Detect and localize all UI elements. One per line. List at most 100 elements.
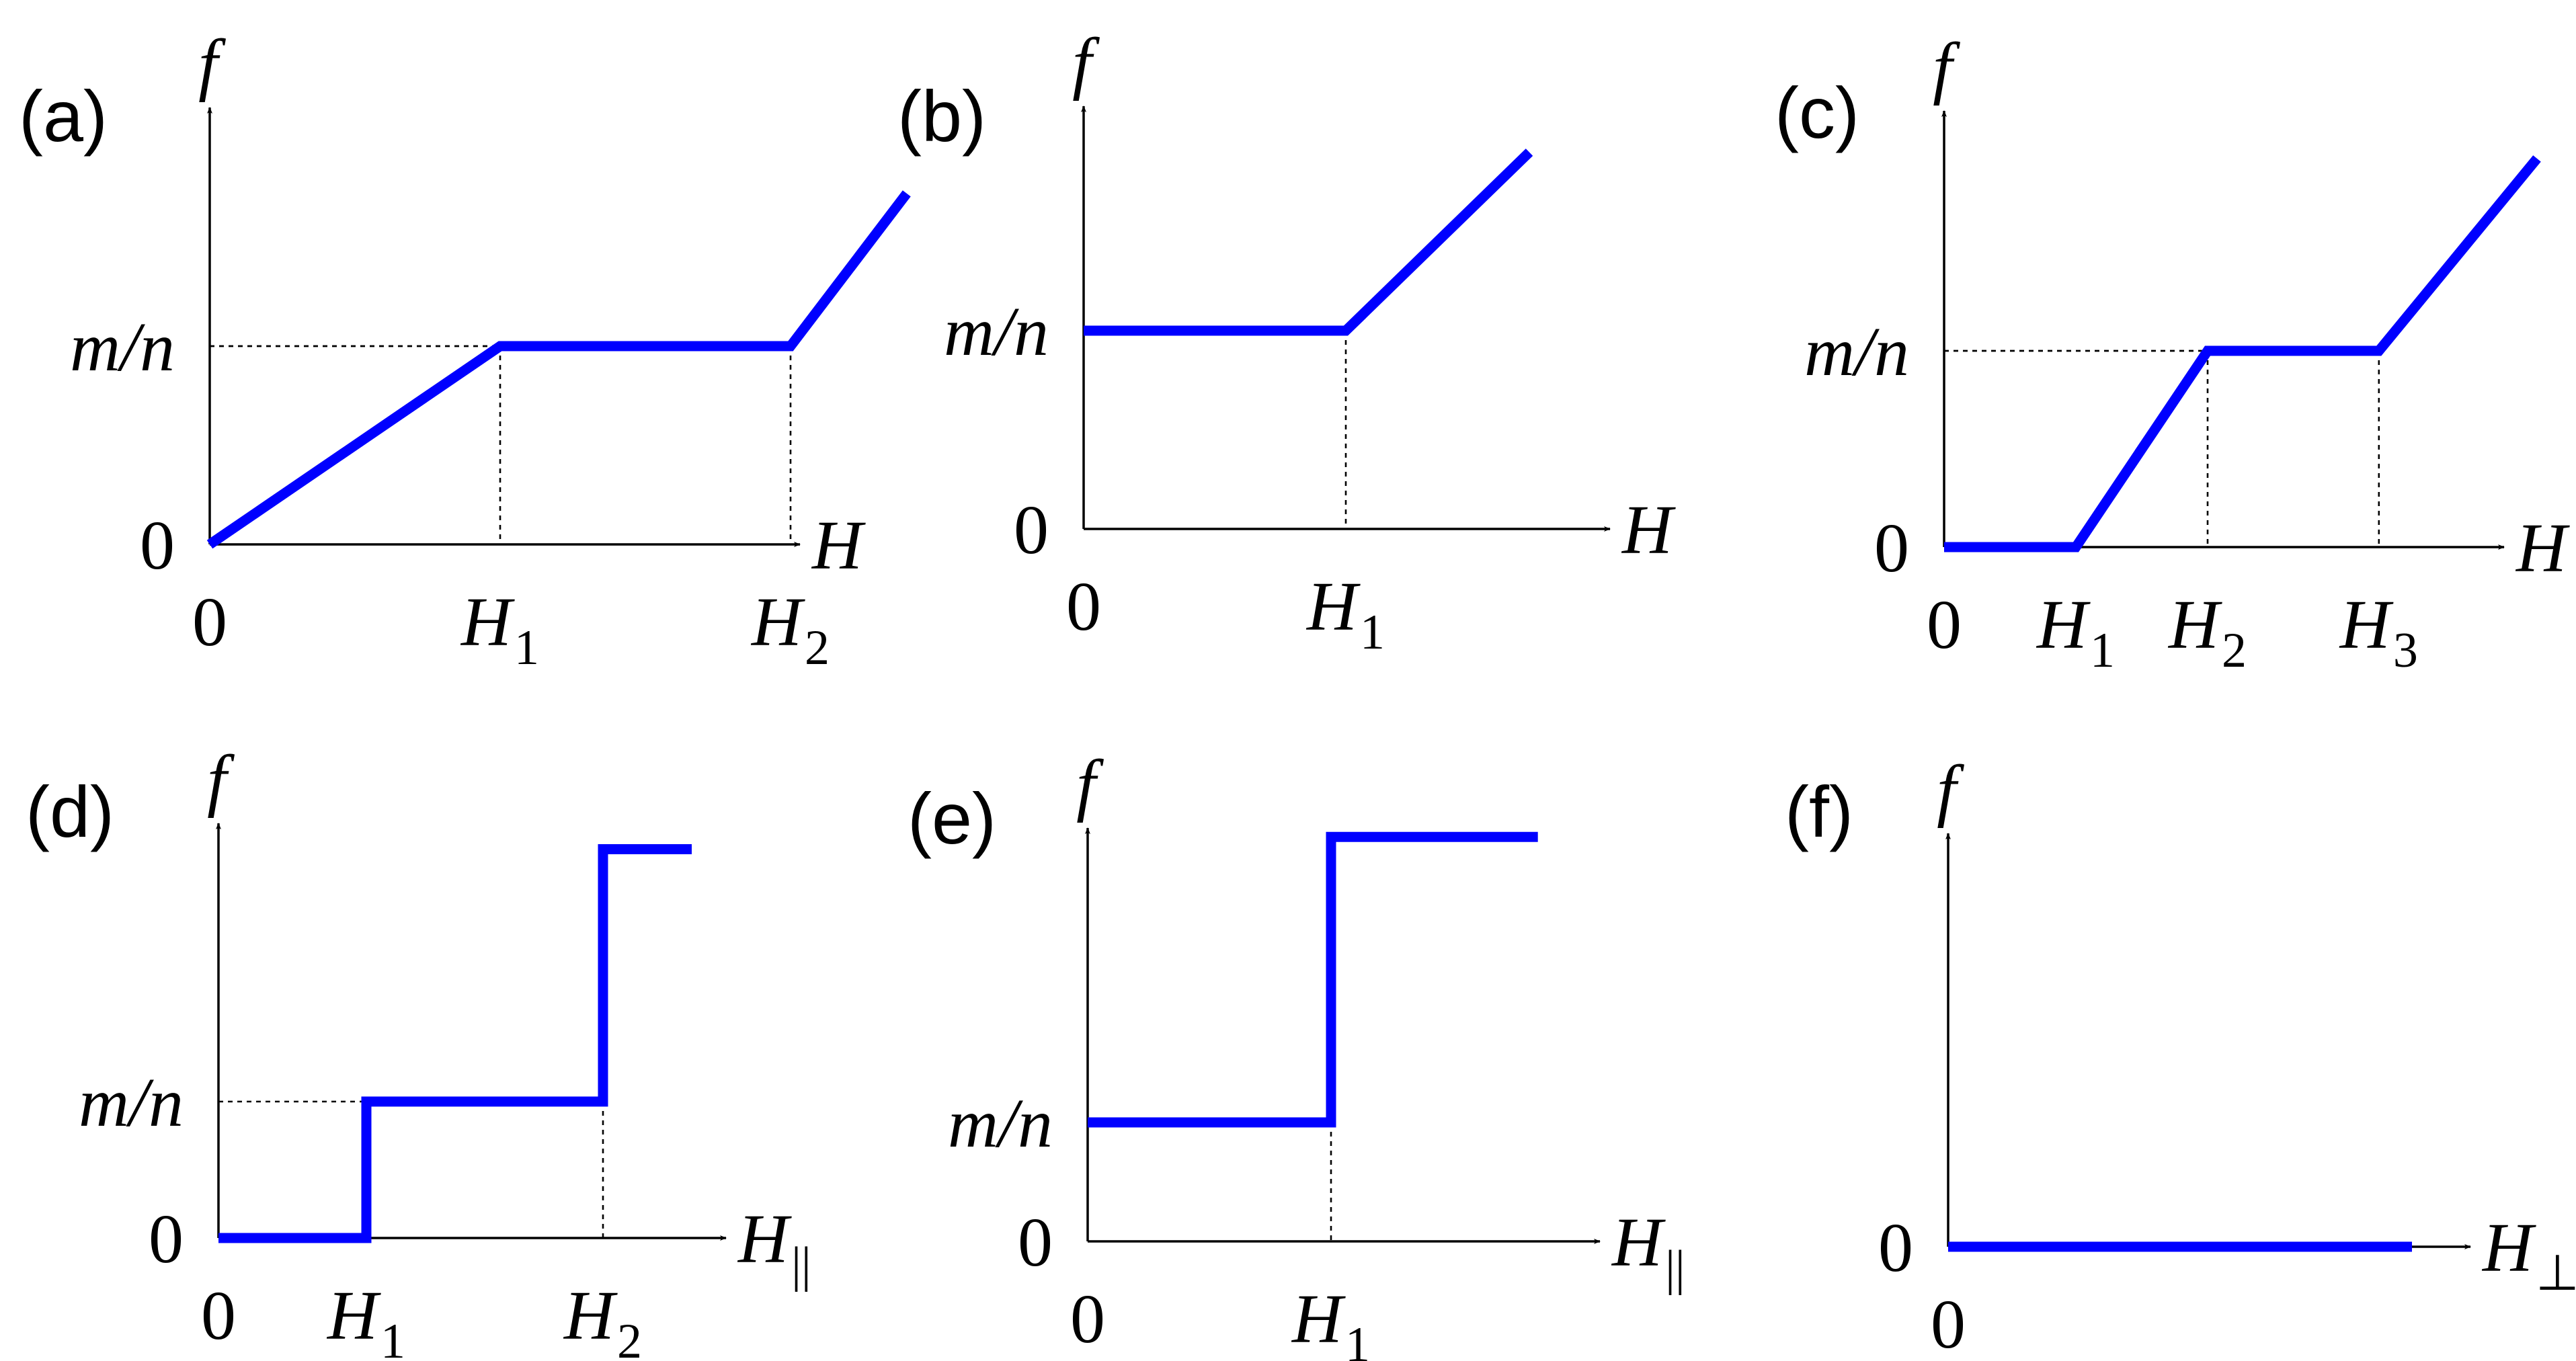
x-axis-label-main: H [2515,509,2570,587]
x-tick-label: 0 [201,1277,236,1354]
x-axis-label-main: H [1611,1204,1666,1281]
x-axis-label-subscript: || [791,1237,811,1292]
x-tick-label: H2 [2167,586,2247,678]
x-tick-label-subscript: 1 [380,1314,405,1361]
x-tick-label-subscript: 1 [514,620,539,675]
x-tick-label-main: 0 [1931,1286,1966,1361]
y-tick-label: 0 [149,1200,184,1278]
panel-f: (f) fH⊥ 00 [1785,751,2576,1361]
panel-label: (e) [908,778,996,859]
y-tick-label: m/n [948,1085,1053,1162]
series-line [206,190,911,549]
x-axis-label: H [1621,491,1676,569]
y-tick-label: 0 [1014,491,1049,569]
y-tick-label: 0 [1874,509,1909,587]
y-axis-label: f [207,741,235,819]
x-tick-label: 0 [1931,1286,1966,1361]
x-axis-label-main: H [1621,491,1676,569]
x-tick-label-main: 0 [1070,1280,1105,1358]
x-axis-label: H|| [737,1200,811,1292]
y-tick-label-main: m/n [948,1085,1053,1162]
y-tick-label: m/n [79,1064,184,1141]
x-axis-label-subscript: ⊥ [2536,1246,2576,1301]
x-tick-label: H1 [2036,586,2115,678]
x-tick-label: 0 [192,583,227,661]
y-tick-label: 0 [140,507,175,584]
series-line [218,843,692,1243]
x-axis-label-main: H [811,507,866,584]
x-axis-label-subscript: || [1665,1241,1685,1296]
x-axis-label: H [811,507,866,584]
x-axis-label-main: H [2481,1209,2536,1286]
x-tick-label-main: 0 [1927,586,1962,663]
panel-label: (c) [1775,72,1859,153]
series-line [1088,831,1538,1128]
x-tick-label-subscript: 1 [2090,623,2115,678]
y-tick-label-main: m/n [944,293,1049,370]
y-tick-label-main: 0 [1014,491,1049,569]
x-axis-label: H|| [1611,1204,1685,1296]
x-tick-label: 0 [1070,1280,1105,1358]
x-tick-label-main: H [563,1277,618,1354]
y-axis-label: f [1937,751,1964,829]
x-tick-label-main: H [2036,586,2091,663]
y-tick-label-main: m/n [79,1064,184,1141]
y-tick-label-main: 0 [149,1200,184,1278]
x-tick-label-main: H [750,583,805,661]
x-tick-label: H1 [326,1277,405,1361]
x-axis-label: H⊥ [2481,1209,2576,1301]
x-tick-label-subscript: 1 [1360,605,1385,660]
x-tick-label-main: 0 [1066,568,1101,645]
x-tick-label-main: H [2339,586,2394,663]
y-tick-label: 0 [1878,1209,1913,1286]
y-tick-label: 0 [1018,1204,1053,1281]
x-tick-label: 0 [1066,568,1101,645]
y-tick-label-main: 0 [1874,509,1909,587]
x-tick-label-main: H [460,583,515,661]
y-tick-label: m/n [1804,313,1909,390]
x-tick-label: 0 [1927,586,1962,663]
x-tick-label: H1 [1305,568,1385,660]
y-tick-label-main: 0 [1018,1204,1053,1281]
y-axis-label: f [1933,29,1960,106]
x-tick-label: H3 [2339,586,2418,678]
series-line [1944,155,2541,552]
panel-label: (d) [26,771,114,852]
x-tick-label-subscript: 2 [805,620,830,675]
panel-label: (f) [1785,771,1853,852]
x-tick-label-subscript: 2 [2222,623,2247,678]
x-tick-label-main: H [326,1277,381,1354]
x-tick-label: H1 [1291,1280,1370,1361]
y-axis-label: f [1076,746,1104,823]
y-tick-label-main: m/n [70,308,175,386]
y-tick-label-main: m/n [1804,313,1909,390]
y-tick-label: m/n [70,308,175,386]
x-tick-label: H2 [563,1277,642,1361]
x-tick-label-subscript: 3 [2393,623,2418,678]
y-axis-label: f [198,26,226,103]
panel-label: (a) [19,75,108,157]
x-tick-label-subscript: 1 [1345,1317,1370,1361]
x-tick-label-main: H [1291,1280,1346,1358]
panel-label: (b) [897,75,986,157]
x-tick-label-main: H [1305,568,1361,645]
y-axis-label: f [1072,24,1100,101]
x-axis-label: H [2515,509,2570,587]
x-tick-label-main: H [2167,586,2222,663]
y-tick-label-main: 0 [140,507,175,584]
y-tick-label-main: 0 [1878,1209,1913,1286]
x-tick-label: H2 [750,583,830,675]
y-tick-label: m/n [944,293,1049,370]
series-line [1084,149,1533,336]
x-axis-label-main: H [737,1200,792,1278]
x-tick-label-subscript: 2 [617,1314,642,1361]
x-tick-label: H1 [460,583,539,675]
x-tick-label-main: 0 [192,583,227,661]
x-tick-label-main: 0 [201,1277,236,1354]
